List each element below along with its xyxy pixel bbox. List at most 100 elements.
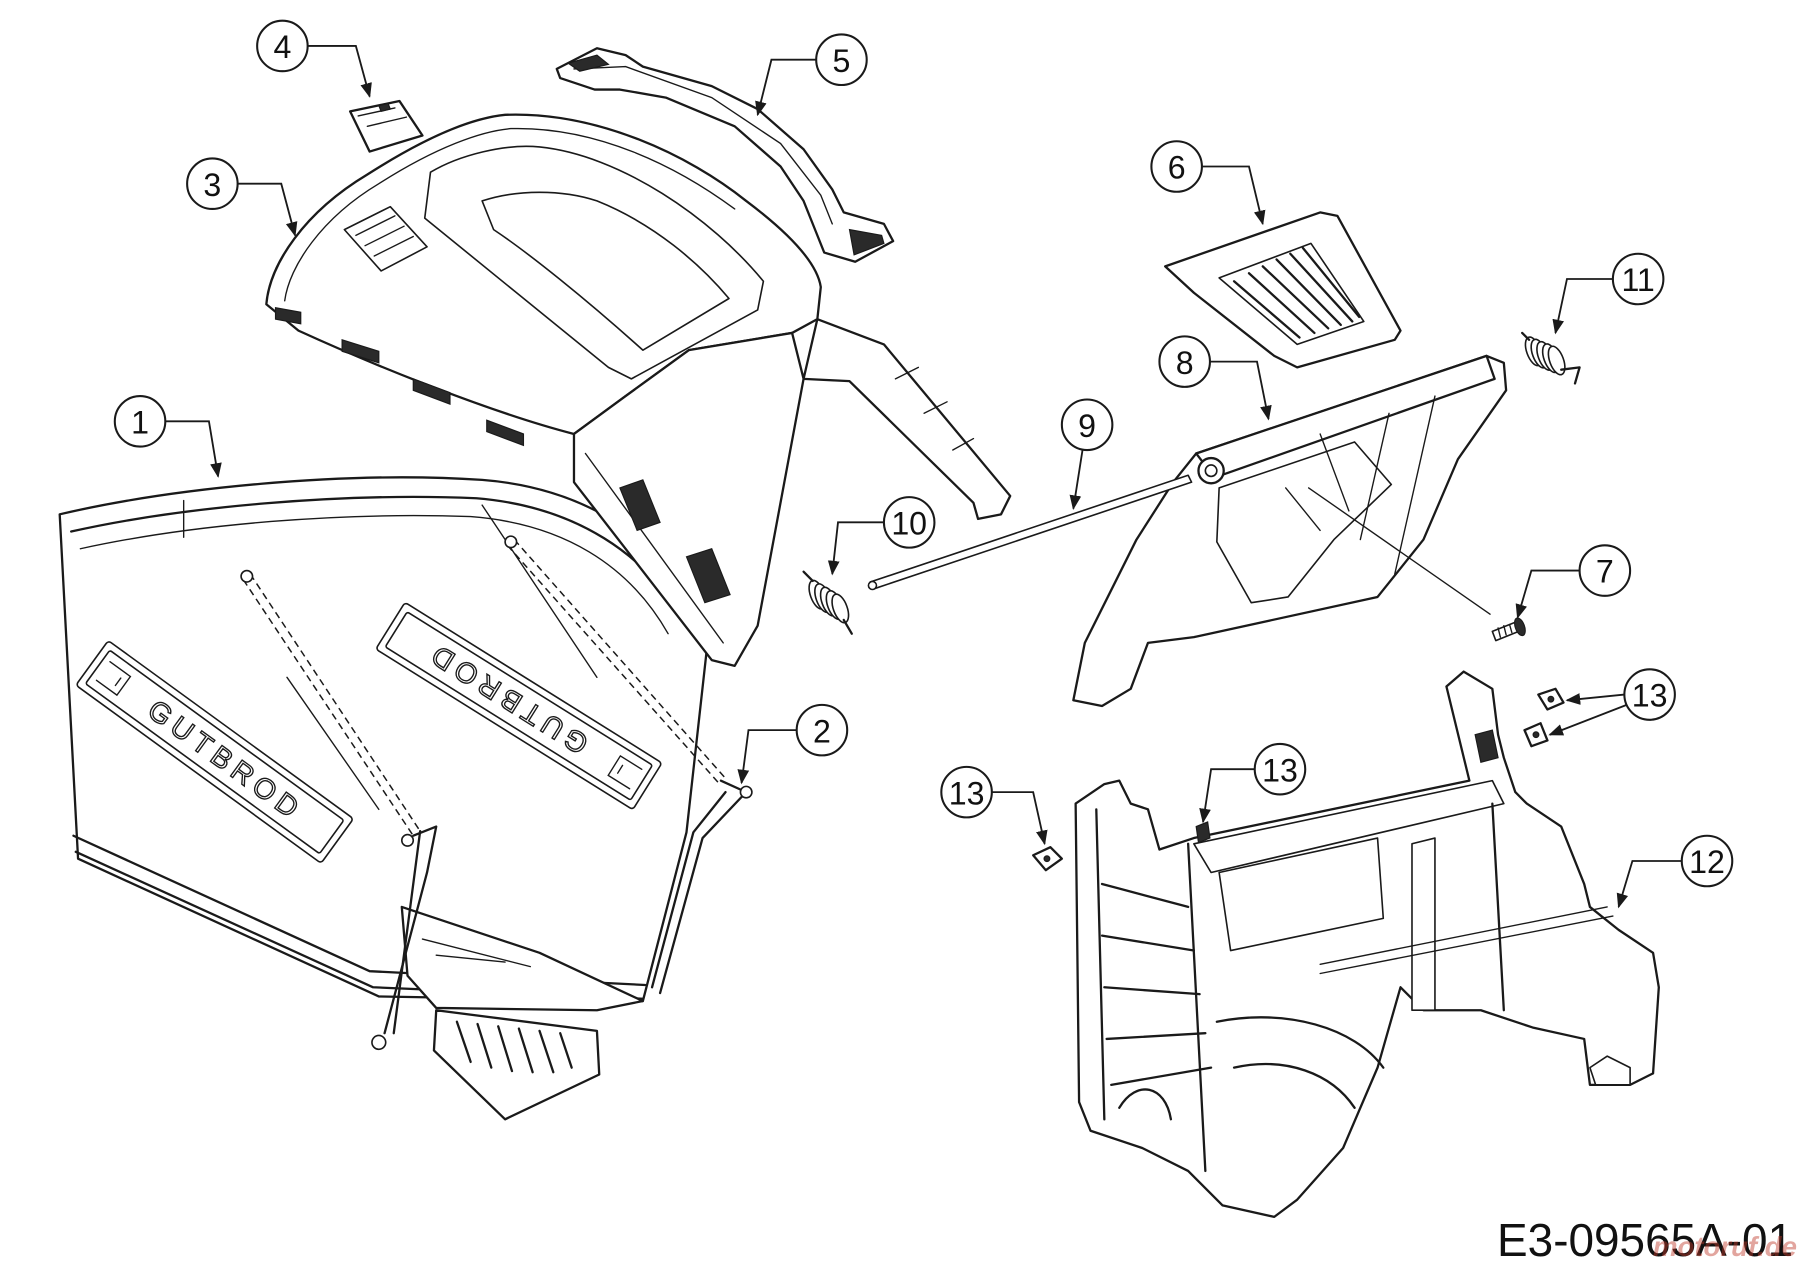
bag-base-plate [432, 1009, 601, 1121]
cover-flap [348, 99, 424, 153]
vent-cover [1164, 211, 1402, 369]
vent-grid-frame [343, 205, 428, 272]
frame-wire-hidden [513, 539, 727, 779]
brand-label-inner-frame [385, 611, 653, 801]
brand-label-inner-frame [85, 650, 344, 854]
base-rib [559, 1032, 573, 1069]
callout-leader [827, 521, 884, 576]
callout-bubble[interactable] [1611, 252, 1665, 306]
callout-6[interactable]: 6 [1150, 140, 1266, 226]
housing-top-opening [1193, 779, 1505, 874]
frame-wire-end [371, 1034, 387, 1051]
callout-label: 9 [1078, 408, 1096, 444]
base-rib [476, 1022, 493, 1069]
flap-alignment-line [1307, 487, 1491, 615]
callout-13-right[interactable]: 13 [1548, 668, 1676, 736]
callout-label: 13 [1262, 752, 1298, 788]
carry-handle [555, 47, 895, 263]
housing-deflector-rail [1319, 906, 1614, 975]
frame-wire-visible [392, 830, 422, 1035]
callout-leader [1552, 278, 1613, 335]
housing-inner-post [1411, 837, 1436, 1012]
callout-leader [1201, 165, 1266, 226]
housing-right-edge [1491, 802, 1505, 1012]
callout-2[interactable]: 2 [737, 703, 849, 785]
callout-leader [755, 58, 817, 117]
callout-label: 2 [813, 713, 831, 749]
callout-label: 3 [203, 167, 221, 203]
cover-tab [341, 339, 380, 364]
callout-bubble[interactable] [795, 703, 849, 757]
pivot-rod [867, 474, 1193, 591]
callout-3[interactable]: 3 [186, 157, 298, 237]
frame-wire-end [739, 785, 753, 799]
frame-wire-end [504, 535, 518, 549]
vent-louver [1261, 265, 1330, 330]
base-rib [497, 1025, 514, 1073]
callout-label: 5 [833, 43, 851, 79]
cover-edge-line [284, 127, 736, 302]
callout-label: 13 [1632, 678, 1668, 714]
callout-label: 4 [273, 29, 291, 65]
ramp-line [421, 938, 532, 968]
frame-wire-visible [650, 790, 727, 989]
callout-leader [1565, 693, 1625, 705]
callout-bubble[interactable] [1578, 544, 1632, 597]
callout-13-middle[interactable]: 13 [1199, 742, 1307, 824]
callout-bubble[interactable] [1150, 140, 1203, 193]
callout-8[interactable]: 8 [1158, 335, 1272, 421]
bag-bottom-ramp [400, 905, 645, 1012]
callout-1[interactable]: 1 [113, 395, 222, 478]
handle-ridge [573, 65, 833, 225]
frame-wire-end [240, 569, 254, 583]
callout-leader [237, 182, 298, 237]
callout-13-left[interactable]: 13 [940, 765, 1048, 846]
screw-head [1513, 617, 1526, 637]
callout-bubble[interactable] [186, 157, 239, 210]
callout-5[interactable]: 5 [755, 33, 868, 117]
cover-front-chute [572, 331, 805, 667]
base-rib [455, 1020, 472, 1064]
callout-4[interactable]: 4 [256, 19, 372, 98]
screw-thread [1497, 623, 1513, 638]
callout-bubble[interactable] [1623, 668, 1676, 721]
callout-label: 6 [1168, 150, 1186, 186]
cover-handle-opening [481, 191, 730, 351]
cover-side-arm [802, 318, 1012, 521]
callout-bubble[interactable] [1158, 335, 1211, 388]
callout-bubble[interactable] [940, 765, 993, 819]
housing-nut-slot [1195, 821, 1211, 844]
vent-louver [1289, 252, 1354, 323]
callout-bubble[interactable] [1680, 834, 1734, 888]
callout-9[interactable]: 9 [1060, 398, 1114, 511]
bag-rim-inner-2 [79, 514, 669, 635]
spring-coil [1547, 345, 1566, 376]
spring-leg [1560, 366, 1581, 385]
brand-label-mark [607, 754, 643, 790]
callout-10[interactable]: 10 [827, 496, 936, 576]
callout-7[interactable]: 7 [1515, 544, 1632, 620]
callout-bubble[interactable] [256, 19, 309, 73]
callout-leader [1199, 768, 1255, 824]
callout-bubble[interactable] [882, 496, 936, 549]
flap-rib [1285, 395, 1436, 575]
cover-tab [412, 378, 451, 405]
callout-label: 8 [1176, 345, 1194, 381]
bag-fold-line [286, 676, 380, 811]
bag-frame-wire [240, 535, 753, 1051]
callout-bubble[interactable] [113, 395, 167, 448]
vent-louver [1232, 280, 1301, 339]
callout-11[interactable]: 11 [1552, 252, 1665, 335]
ramp-line [435, 954, 506, 963]
callout-bubble[interactable] [1253, 742, 1307, 796]
housing-rear-tab [1589, 1055, 1631, 1086]
spring-leg [1521, 331, 1531, 341]
callout-bubble[interactable] [1060, 398, 1114, 452]
callout-12[interactable]: 12 [1616, 834, 1734, 909]
callout-bubble[interactable] [815, 33, 868, 87]
chute-slot [619, 479, 661, 532]
grass-bag: GUTBROD GUTBROD [58, 476, 711, 1121]
housing-chute-curve [1215, 1016, 1385, 1069]
flap-recess [1216, 441, 1393, 604]
housing-inner-box [1218, 837, 1385, 952]
